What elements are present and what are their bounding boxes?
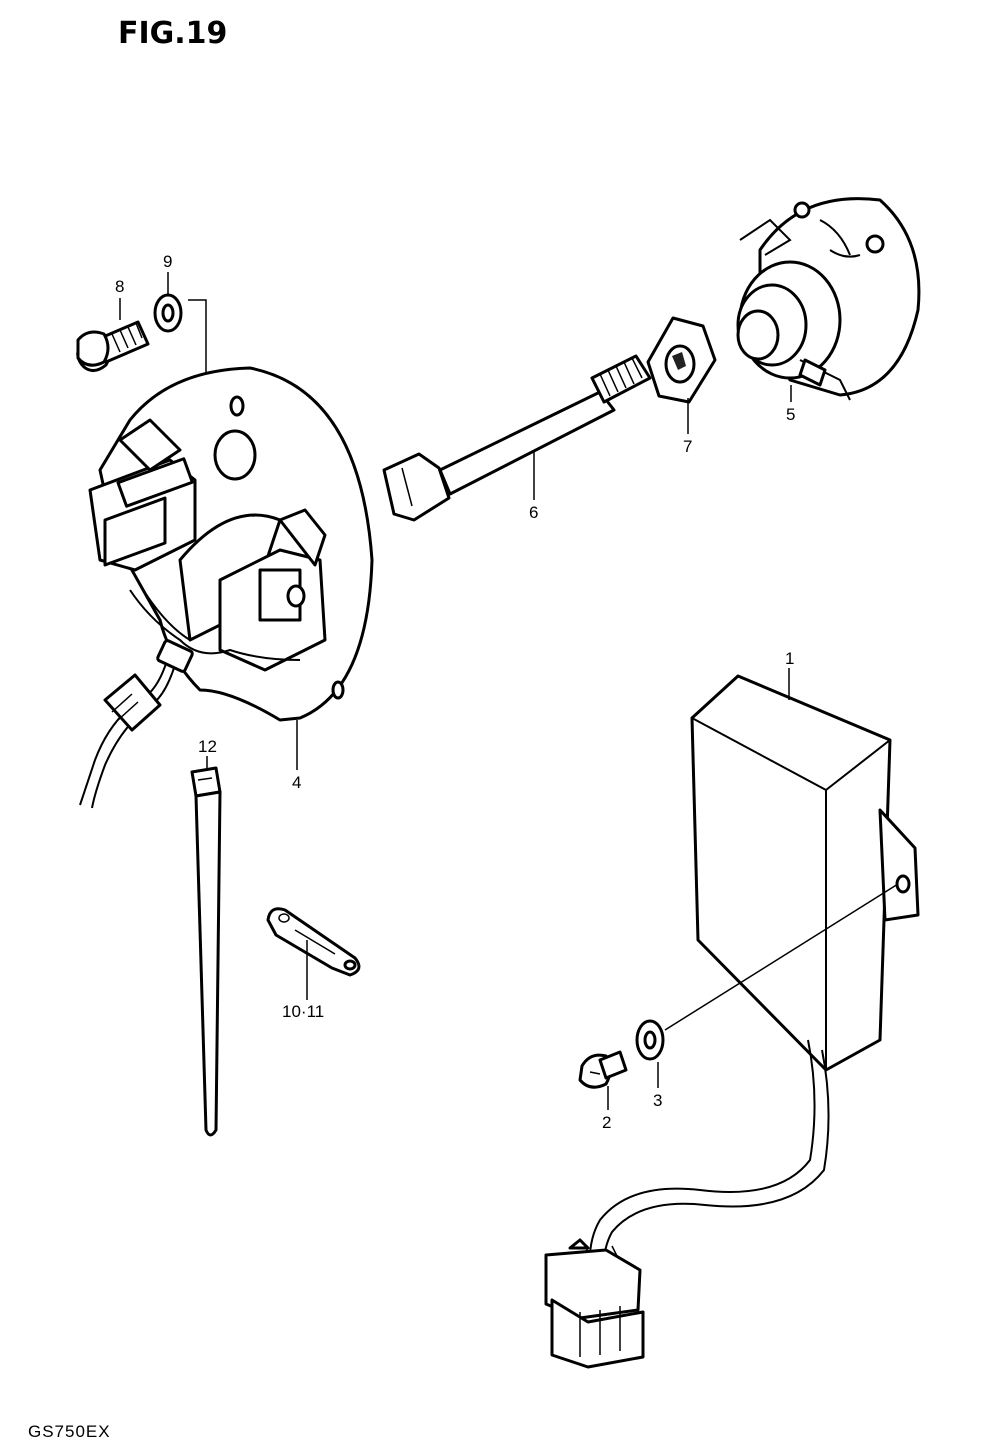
cable-tie-part-12 [190, 766, 222, 1137]
leader-1-3 [664, 883, 899, 1031]
callout-8: 8 [115, 277, 124, 296]
callout-1: 1 [785, 649, 794, 668]
callout-12: 12 [198, 737, 217, 756]
washer-part-3 [635, 1019, 665, 1061]
callout-3: 3 [653, 1091, 662, 1110]
callout-5: 5 [786, 405, 795, 424]
callout-4: 4 [292, 773, 301, 792]
model-code: GS750EX [28, 1422, 111, 1441]
pickup-plate-part-4 [79, 366, 374, 809]
clamp-part-10-11 [266, 907, 361, 977]
nut-part-7 [646, 316, 717, 404]
advancer-part-5 [736, 197, 921, 401]
bolt-part-6 [382, 354, 652, 522]
washer-part-9 [153, 293, 183, 333]
callout-9: 9 [163, 252, 172, 271]
callout-10-11: 10·11 [282, 1002, 324, 1021]
figure-title: FIG.19 [118, 16, 227, 51]
igniter-unit-part-1 [544, 674, 920, 1369]
callout-7: 7 [683, 437, 692, 456]
callout-2: 2 [602, 1113, 611, 1132]
screw-part-2 [578, 1050, 628, 1089]
callout-6: 6 [529, 503, 538, 522]
screw-part-8 [76, 320, 150, 372]
